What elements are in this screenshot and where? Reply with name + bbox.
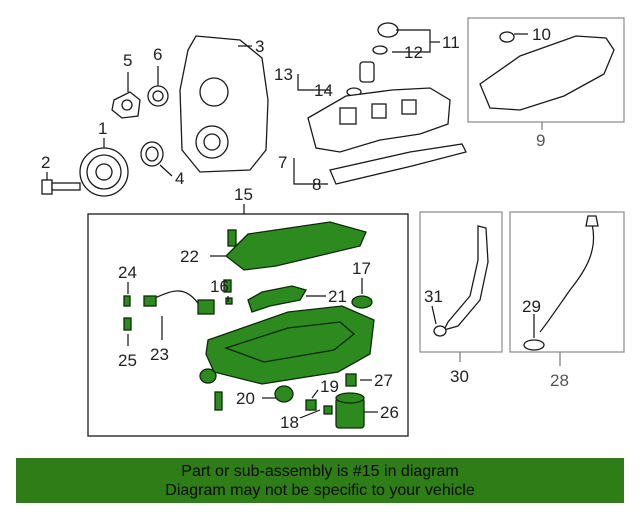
- callout-19: 19: [320, 377, 339, 396]
- callout-8: 8: [312, 175, 321, 194]
- callout-31: 31: [424, 287, 443, 306]
- intake-manifold-part: [307, 87, 451, 153]
- callout-12: 12: [404, 43, 423, 62]
- callout-5: 5: [123, 51, 132, 70]
- oil-pan-baffle-part[interactable]: [210, 221, 367, 271]
- callout-30: 30: [450, 367, 469, 386]
- parts-diagram: 1 2 3 4 5 6 7 8 9 10 11 12 13 14 15 16 1…: [41, 17, 625, 437]
- valve-cover-box: [467, 17, 625, 130]
- clip-parts[interactable]: [123, 282, 132, 346]
- callout-28: 28: [550, 371, 569, 390]
- callout-23: 23: [150, 345, 169, 364]
- callout-9: 9: [536, 131, 545, 150]
- oil-level-sensor-part[interactable]: [143, 290, 215, 340]
- callout-2: 2: [41, 153, 50, 172]
- callout-18: 18: [280, 413, 299, 432]
- intake-gasket-part: [293, 143, 467, 185]
- oil-pan-part[interactable]: [205, 305, 375, 385]
- callout-27: 27: [374, 371, 393, 390]
- pickup-tube-part[interactable]: [247, 285, 326, 313]
- callout-29: 29: [522, 297, 541, 316]
- info-banner: Part or sub-assembly is #15 in diagram D…: [16, 458, 624, 503]
- dipstick-box: [509, 211, 625, 366]
- callout-4: 4: [175, 169, 184, 188]
- banner-line-2: Diagram may not be specific to your vehi…: [165, 481, 475, 499]
- bolt-16-part[interactable]: [223, 279, 233, 305]
- balancer-part: [79, 138, 129, 197]
- callout-7: 7: [278, 153, 287, 172]
- callout-16: 16: [210, 277, 229, 296]
- callout-3: 3: [255, 37, 264, 56]
- callout-1: 1: [98, 119, 107, 138]
- dipstick-tube-box: [419, 211, 503, 362]
- callout-20: 20: [236, 389, 255, 408]
- cam-sensor-part: [111, 72, 141, 119]
- callout-13: 13: [274, 65, 293, 84]
- front-cover-part: [179, 35, 269, 173]
- pan-bolt-part[interactable]: [214, 373, 372, 419]
- callout-6: 6: [153, 45, 162, 64]
- balancer-bolt-part: [41, 172, 81, 195]
- seal-6-part: [147, 66, 169, 107]
- callout-22: 22: [180, 247, 199, 266]
- callout-24: 24: [118, 263, 137, 282]
- plug-17-part[interactable]: [351, 278, 373, 309]
- front-seal-part: [140, 141, 173, 177]
- callout-11: 11: [442, 33, 460, 52]
- banner-line-1: Part or sub-assembly is #15 in diagram: [181, 462, 459, 480]
- callout-15: 15: [234, 185, 253, 204]
- seal-20-part[interactable]: [199, 368, 294, 403]
- callout-17: 17: [352, 259, 371, 278]
- callout-21: 21: [328, 287, 347, 306]
- callout-26: 26: [380, 403, 399, 422]
- callout-25: 25: [118, 351, 137, 370]
- callout-14: 14: [314, 81, 333, 100]
- callout-10: 10: [532, 25, 551, 44]
- oil-filter-part[interactable]: [335, 392, 378, 429]
